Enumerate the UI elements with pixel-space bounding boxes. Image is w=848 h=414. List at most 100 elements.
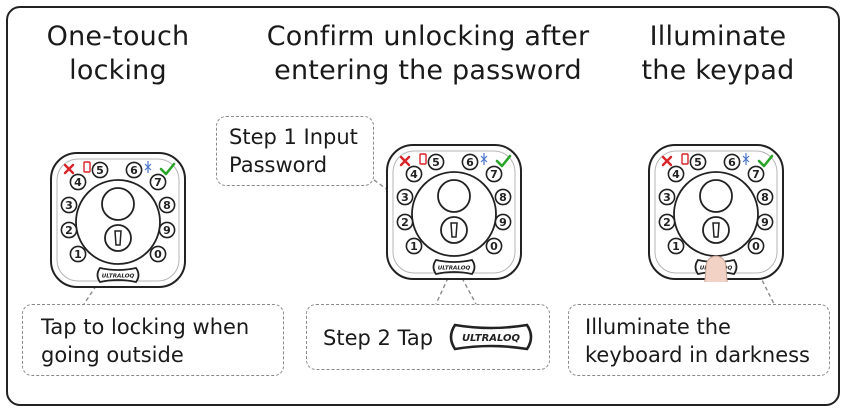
keypad-key-label: 4: [74, 176, 82, 189]
keypad-key-label: 1: [74, 248, 82, 261]
keypad-key: [747, 165, 765, 183]
keypad-key: [149, 245, 167, 263]
x-mark-stroke: [399, 155, 411, 167]
keypad-key-label: 3: [663, 191, 671, 204]
keypad-key: [396, 188, 414, 206]
brand-text: ULTRALOQ: [438, 266, 471, 272]
keypad-key: [658, 213, 676, 231]
keypad-key-label: 3: [65, 199, 73, 212]
keypad-key-label: 2: [663, 216, 671, 229]
battery-icon: [419, 153, 427, 165]
keypad-key: [396, 213, 414, 231]
keypad-key: [60, 221, 78, 239]
callout-step2: Step 2 Tap ULTRALOQ: [306, 304, 550, 370]
keypad-key-label: 5: [432, 156, 440, 169]
battery-icon: [681, 153, 689, 165]
keypad-key-label: 2: [65, 224, 73, 237]
keypad-key-label: 5: [694, 156, 702, 169]
keypad-key-label: 4: [410, 168, 418, 181]
keypad-key: [69, 245, 87, 263]
keypad-key: [658, 188, 676, 206]
callout-line: keyboard in darkness: [585, 343, 811, 367]
keyhole-slot: [712, 222, 720, 238]
keypad-key: [485, 165, 503, 183]
x-mark-icon: [661, 155, 673, 167]
keyhole-slot: [114, 230, 122, 246]
heading-line: Illuminate: [649, 21, 787, 52]
bluetooth-icon: [480, 153, 488, 165]
lock-inner-bezel: [56, 158, 180, 282]
keypad-key-label: 1: [672, 240, 680, 253]
keypad-key-label: 0: [490, 240, 498, 253]
keypad-key-label: 0: [154, 248, 162, 261]
keypad-key-label: 8: [761, 191, 769, 204]
x-mark-icon: [63, 163, 75, 175]
check-icon: [757, 154, 774, 168]
keypad-key: [158, 221, 176, 239]
heading-illuminate-keypad: Illuminate the keypad: [618, 20, 818, 88]
fingerprint-sensor: [699, 179, 733, 213]
keypad-key: [405, 165, 423, 183]
keypad-key-label: 3: [401, 191, 409, 204]
finger-icon: [704, 255, 728, 282]
heading-confirm-unlocking: Confirm unlocking after entering the pas…: [258, 20, 598, 88]
keypad-key: [69, 173, 87, 191]
ultraloq-button: [96, 266, 140, 284]
check-icon: [495, 154, 512, 168]
keypad-key-label: 5: [96, 164, 104, 177]
keypad-key: [494, 188, 512, 206]
battery-icon: [83, 161, 91, 173]
keypad-key: [125, 161, 143, 179]
callout-line: Step 1 Input: [229, 125, 358, 149]
callout-illuminate: Illuminate the keyboard in darkness: [568, 304, 830, 376]
heading-line: the keypad: [641, 55, 795, 86]
fingerprint-sensor: [101, 187, 135, 221]
keypad-key: [667, 237, 685, 255]
x-mark-stroke: [661, 155, 673, 167]
keypad-key: [747, 237, 765, 255]
center-ring: [75, 179, 161, 265]
keyhole-slot: [450, 222, 458, 238]
ultraloq-button-icon: ULTRALOQ: [449, 323, 533, 351]
ultraloq-button: [432, 258, 476, 276]
keypad-key: [494, 213, 512, 231]
keypad-key-label: 9: [761, 216, 769, 229]
lock-inner-bezel: [392, 150, 516, 274]
keypad-key: [485, 237, 503, 255]
keypad-key-label: 4: [672, 168, 680, 181]
keypad-key: [667, 165, 685, 183]
brand-text: ULTRALOQ: [462, 333, 521, 344]
fingerprint-sensor: [437, 179, 471, 213]
keypad-key: [427, 153, 445, 171]
keypad-key: [149, 173, 167, 191]
keypad-key: [91, 161, 109, 179]
callout-line: Illuminate the: [585, 315, 731, 339]
keypad-key: [158, 196, 176, 214]
bluetooth-icon: [742, 153, 750, 165]
bluetooth-icon: [144, 161, 152, 173]
callout-line: Step 2 Tap: [323, 326, 434, 350]
heading-line: entering the password: [274, 55, 582, 86]
keypad-key-label: 6: [130, 164, 138, 177]
heading-line: Confirm unlocking after: [266, 21, 590, 52]
keypad-key: [756, 188, 774, 206]
keypad-key: [723, 153, 741, 171]
center-ring: [411, 171, 497, 257]
keypad-key-label: 7: [752, 168, 760, 181]
keypad-key-label: 7: [154, 176, 162, 189]
keypad-key: [461, 153, 479, 171]
keypad-key: [756, 213, 774, 231]
keypad-key-label: 8: [163, 199, 171, 212]
keypad-key-label: 2: [401, 216, 409, 229]
keypad-key-label: 6: [466, 156, 474, 169]
keypad-key: [689, 153, 707, 171]
check-icon: [159, 162, 176, 176]
callout-line: Tap to locking when: [41, 315, 250, 339]
callout-step1: Step 1 Input Password: [216, 116, 374, 186]
keypad-key-label: 9: [163, 224, 171, 237]
brand-text: ULTRALOQ: [102, 274, 135, 280]
x-mark-icon: [399, 155, 411, 167]
